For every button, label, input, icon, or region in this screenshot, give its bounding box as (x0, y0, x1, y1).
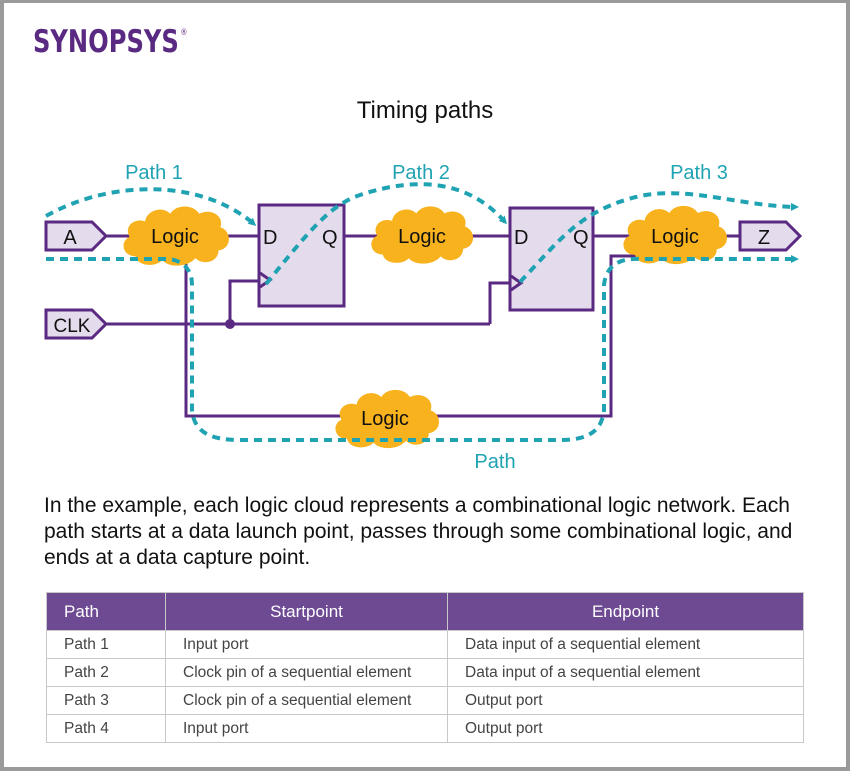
cell-path: Path 4 (46, 714, 166, 743)
wire-bypass-loop (184, 254, 640, 418)
cell-endpoint: Output port (447, 686, 804, 715)
logic-cloud-label: Logic (398, 226, 446, 248)
cell-path: Path 3 (46, 686, 166, 715)
clock-pin-icon (510, 274, 524, 292)
synopsys-logo: SYNOPSYS® (33, 27, 187, 58)
logic-cloud-1: Logic (123, 206, 229, 266)
registered-mark: ® (180, 28, 188, 38)
port-z: Z (738, 220, 803, 252)
table-header-row: Path Startpoint Endpoint (46, 592, 804, 631)
timing-paths-table: Path Startpoint Endpoint Path 1 Input po… (46, 592, 804, 743)
ff1-q-label: Q (322, 227, 338, 249)
path-1-label: Path 1 (125, 162, 183, 184)
timing-paths (45, 182, 799, 442)
port-z-label: Z (758, 227, 770, 249)
cell-endpoint: Data input of a sequential element (447, 658, 804, 687)
path-2-label: Path 2 (392, 162, 450, 184)
clk-junction-dot (225, 319, 235, 329)
table-row: Path 4 Input port Output port (46, 714, 804, 743)
timing-paths-diagram: A CLK Z D Q D Q Logic Logic Logic Logic (44, 162, 803, 473)
path-3-label: Path 3 (670, 162, 728, 184)
port-clk-label: CLK (54, 316, 91, 337)
ff1-d-label: D (263, 227, 277, 249)
path-2-arrow (264, 182, 507, 286)
path-4-label: Path (474, 451, 515, 473)
cell-path: Path 2 (46, 658, 166, 687)
diagram-title: Timing paths (356, 97, 494, 124)
path-1-arrow (45, 187, 257, 226)
table-row: Path 2 Clock pin of a sequential element… (46, 658, 804, 687)
cell-startpoint: Input port (165, 714, 448, 743)
logo-text: SYNOPSYS (33, 24, 179, 60)
table-row: Path 3 Clock pin of a sequential element… (46, 686, 804, 715)
logic-cloud-2: Logic (371, 206, 474, 264)
logic-cloud-label: Logic (651, 226, 699, 248)
logic-cloud-label: Logic (361, 408, 409, 430)
port-a-label: A (63, 227, 77, 249)
wire-clk-to-ff1 (228, 279, 259, 324)
logic-cloud-4: Logic (335, 389, 440, 449)
cell-endpoint: Output port (447, 714, 804, 743)
description-text: In the example, each logic cloud represe… (44, 494, 793, 569)
table-row: Path 1 Input port Data input of a sequen… (46, 630, 804, 659)
cell-startpoint: Clock pin of a sequential element (165, 686, 448, 715)
logic-cloud-3: Logic (623, 205, 728, 265)
header-endpoint: Endpoint (447, 592, 804, 631)
flipflop-1: D Q (257, 203, 346, 308)
path-3-arrow (518, 191, 799, 284)
port-a: A (44, 220, 109, 252)
header-path: Path (46, 592, 166, 631)
ff2-q-label: Q (573, 227, 589, 249)
cell-startpoint: Clock pin of a sequential element (165, 658, 448, 687)
cell-endpoint: Data input of a sequential element (447, 630, 804, 659)
ff2-d-label: D (514, 227, 528, 249)
header-startpoint: Startpoint (165, 592, 448, 631)
path-4-arrow (46, 255, 799, 442)
logic-cloud-label: Logic (151, 226, 199, 248)
port-clk: CLK (44, 308, 109, 340)
wire-clk-to-ff2 (488, 281, 510, 324)
cell-startpoint: Input port (165, 630, 448, 659)
cell-path: Path 1 (46, 630, 166, 659)
flipflop-2: D Q (508, 206, 595, 312)
